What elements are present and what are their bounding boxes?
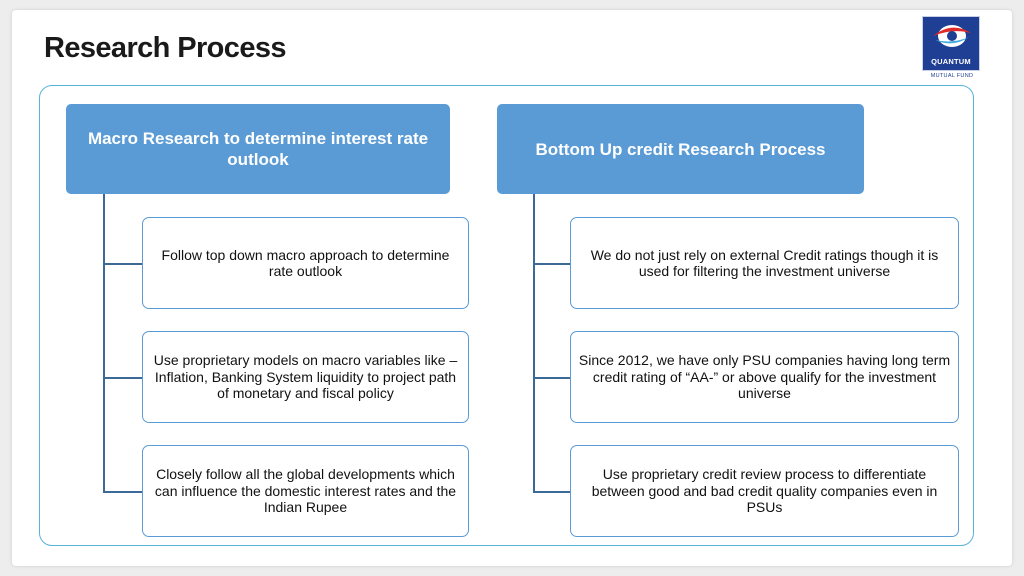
right-connector-trunk: [533, 194, 535, 492]
right-connector-2: [533, 377, 571, 379]
logo-wordmark: QUANTUM: [931, 57, 971, 66]
left-connector-1: [103, 263, 143, 265]
left-connector-trunk: [103, 194, 105, 492]
credit-item-2: Since 2012, we have only PSU companies h…: [570, 331, 959, 423]
macro-item-1: Follow top down macro approach to determ…: [142, 217, 469, 309]
left-connector-3: [103, 491, 143, 493]
logo-tagline: MUTUAL FUND: [930, 73, 974, 79]
credit-item-3: Use proprietary credit review process to…: [570, 445, 959, 537]
bottom-up-credit-heading: Bottom Up credit Research Process: [497, 104, 864, 194]
right-connector-1: [533, 263, 571, 265]
left-connector-2: [103, 377, 143, 379]
macro-item-2: Use proprietary models on macro variable…: [142, 331, 469, 423]
page-title: Research Process: [44, 32, 287, 64]
credit-item-1: We do not just rely on external Credit r…: [570, 217, 959, 309]
macro-item-3: Closely follow all the global developmen…: [142, 445, 469, 537]
quantum-logo: QUANTUM MUTUAL FUND: [922, 16, 982, 79]
logo-emblem: QUANTUM: [922, 16, 980, 71]
macro-research-heading: Macro Research to determine interest rat…: [66, 104, 450, 194]
logo-mark-icon: [933, 25, 971, 47]
right-connector-3: [533, 491, 571, 493]
